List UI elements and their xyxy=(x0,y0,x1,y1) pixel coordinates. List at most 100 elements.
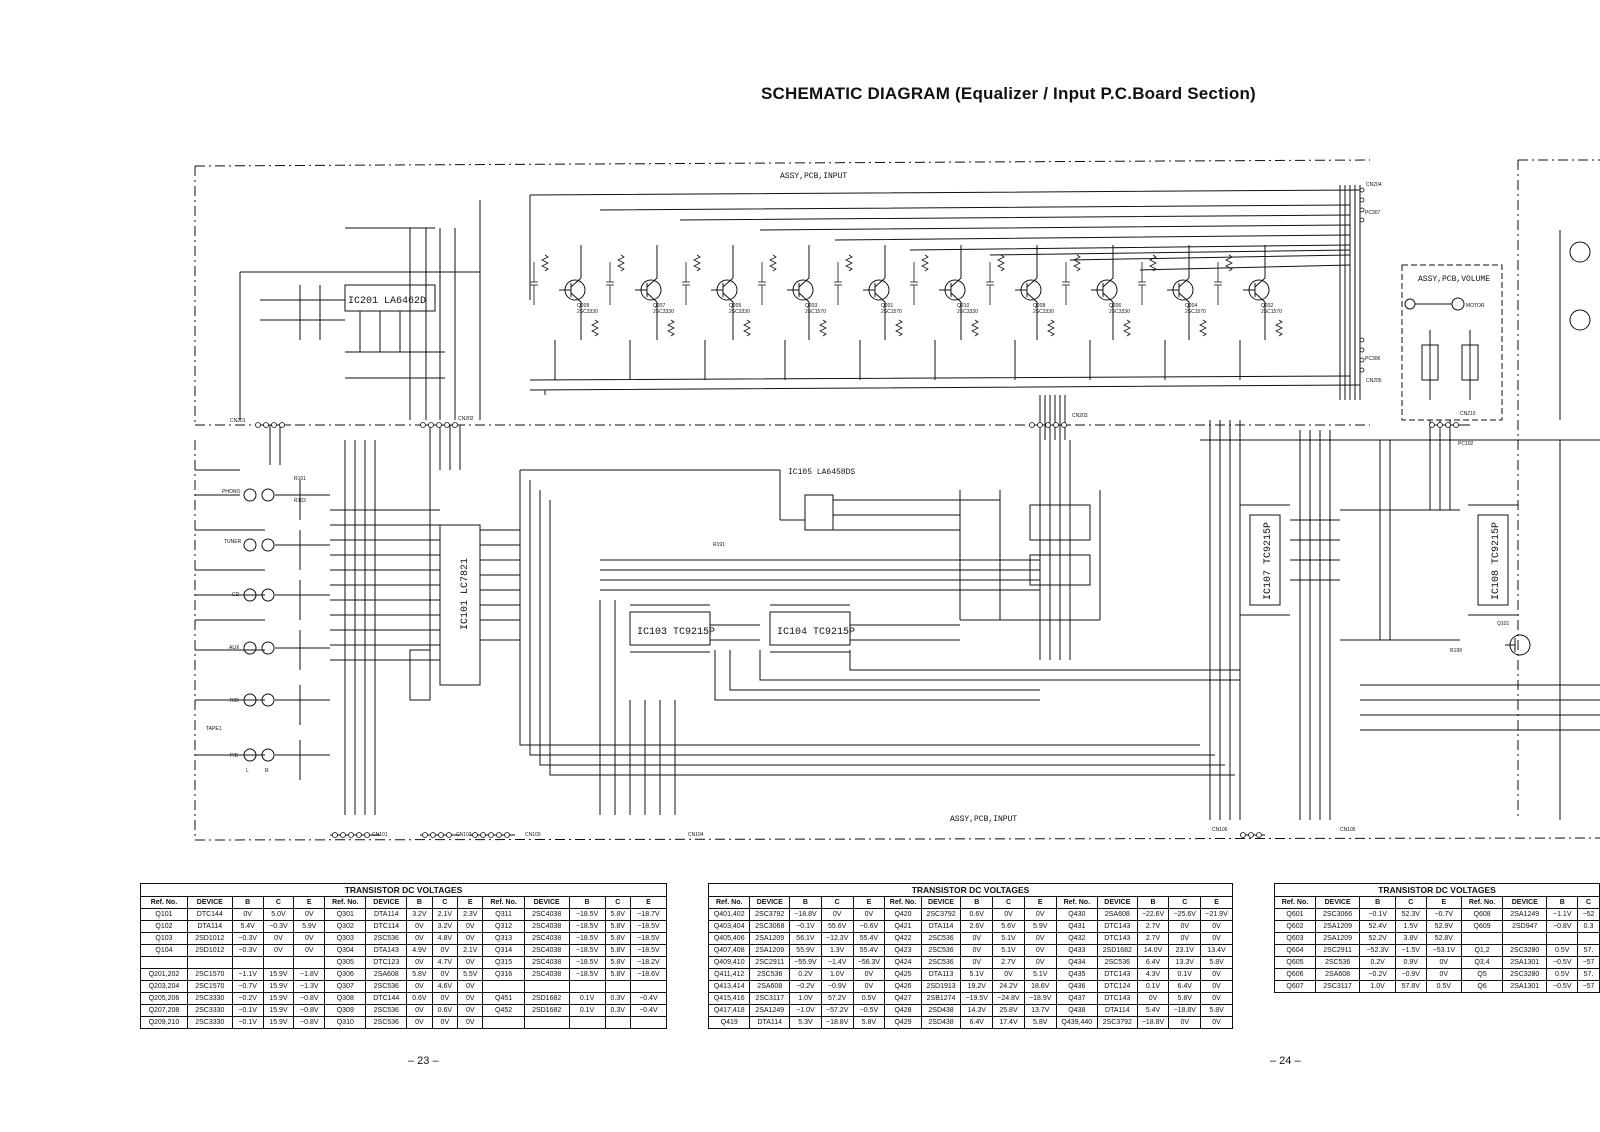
table-cell: 5.4V xyxy=(231,920,264,933)
table-cell: −22.6V xyxy=(1136,908,1170,921)
table-cell: −18.8V xyxy=(1136,1016,1170,1029)
table-cell: 2SC536 xyxy=(365,1016,408,1029)
table-cell: Q405,406 xyxy=(707,932,751,945)
table-cell: 3.8V xyxy=(1394,932,1427,945)
table-cell: Q429 xyxy=(884,1016,922,1029)
table-cell: 6.4V xyxy=(1136,956,1170,969)
table-cell: 0V xyxy=(457,980,484,993)
eq-transistor-type: 2SC3330 xyxy=(729,309,750,315)
table-cell: 0V xyxy=(457,956,484,969)
table-cell: 2SC3117 xyxy=(749,992,791,1005)
table-header: Ref. No. xyxy=(324,896,367,909)
table-cell: 0V xyxy=(293,932,326,945)
table-cell: −0.8V xyxy=(293,992,326,1005)
table-cell: 2SD438 xyxy=(920,1004,962,1017)
table-cell: 6.4V xyxy=(960,1016,994,1029)
table-cell: 15.9V xyxy=(262,1016,295,1029)
label-tuner: TUNER xyxy=(224,539,242,545)
table-header: B xyxy=(1136,896,1170,909)
table-cell: 19.2V xyxy=(960,980,994,993)
table-cell: 2SA608 xyxy=(1314,968,1361,981)
table-cell: 2SC536 xyxy=(920,944,962,957)
ic108-body xyxy=(1477,514,1509,606)
eq-transistor-leads xyxy=(863,245,886,340)
label-ic108: IC108 TC9215P xyxy=(1491,522,1502,600)
table-cell: 1.3V xyxy=(820,944,854,957)
table-cell: DTC144 xyxy=(186,908,233,921)
table-cell: 57.2V xyxy=(820,992,854,1005)
eq-transistor-ref: Q201 xyxy=(881,303,893,309)
table-cell: 5.9V xyxy=(1023,920,1057,933)
table-cell: Q1,2 xyxy=(1461,944,1504,957)
table-cell: Q6 xyxy=(1461,980,1504,993)
table-cell: Q305 xyxy=(324,956,367,969)
table-header: DEVICE xyxy=(920,896,962,909)
table-cell: 0V xyxy=(431,992,459,1005)
label-r199: R199 xyxy=(1450,648,1462,654)
table-cell: −18.9V xyxy=(1023,992,1057,1005)
table-cell: 5.8V xyxy=(1168,992,1202,1005)
table-header: E xyxy=(629,896,668,909)
table-cell: Q606 xyxy=(1274,968,1316,981)
table-cell: 5.0V xyxy=(262,908,295,921)
table-cell: 2SC3117 xyxy=(1314,980,1361,993)
eq-transistor-leads xyxy=(787,245,810,340)
eq-resistor xyxy=(693,254,751,337)
table-cell: 14.0V xyxy=(1136,944,1170,957)
table-cell: 2SC3280 xyxy=(1502,968,1548,981)
table-cell: −0.2V xyxy=(231,992,264,1005)
table-header: Ref. No. xyxy=(1274,896,1316,909)
table-cell: 0V xyxy=(960,944,994,957)
table-cell: 52.3V xyxy=(1394,908,1427,921)
table-cell: Q203,204 xyxy=(140,980,188,993)
table-cell: −18.2V xyxy=(629,956,668,969)
eq-transistor-leads xyxy=(1243,245,1266,340)
table-header: B xyxy=(1546,896,1579,909)
table-cell: 2SC2911 xyxy=(749,956,791,969)
table-cell: 5.1V xyxy=(992,944,1025,957)
table-cell: 0V xyxy=(852,980,886,993)
table-cell: Q603 xyxy=(1274,932,1316,945)
table-header: C xyxy=(1577,896,1600,909)
board-outline-volume xyxy=(1401,264,1503,421)
eq-resistor xyxy=(921,254,979,337)
table-cell: 0.5V xyxy=(1425,980,1463,993)
table-cell: Q439,440 xyxy=(1055,1016,1099,1029)
table-cell xyxy=(262,956,295,969)
table-cell: −0.5V xyxy=(1546,980,1579,993)
table-cell: 13.4V xyxy=(1200,944,1233,957)
table-cell: −1.3V xyxy=(293,980,326,993)
eq-capacitor xyxy=(1062,262,1070,305)
table-cell: 2SA1209 xyxy=(1314,920,1361,933)
table-cell: −18.8V xyxy=(820,1016,854,1029)
table-cell: 0.1V xyxy=(568,1004,606,1017)
table-cell: −0.8V xyxy=(1546,920,1579,933)
table-cell: −56.3V xyxy=(852,956,886,969)
table-cell: 5.8V xyxy=(406,968,433,981)
table-cell: Q314 xyxy=(482,944,525,957)
table-cell: 24.2V xyxy=(992,980,1025,993)
ic107-body xyxy=(1249,514,1281,606)
table-cell: 5.8V xyxy=(852,1016,886,1029)
table-cell: 2SC536 xyxy=(1314,956,1361,969)
table-cell: 0.1V xyxy=(1136,980,1170,993)
table-cell: 5.1V xyxy=(960,968,994,981)
table-cell: Q428 xyxy=(884,1004,922,1017)
table-cell: −55.9V xyxy=(789,956,822,969)
table-cell: −0.2V xyxy=(789,980,822,993)
table-cell: 5.9V xyxy=(293,920,326,933)
table-cell: 2SC3330 xyxy=(186,1004,233,1017)
table-cell: DTA114 xyxy=(1097,1004,1138,1017)
table-cell: Q431 xyxy=(1055,920,1099,933)
table-cell: 55.4V xyxy=(852,932,886,945)
table-cell: DTC114 xyxy=(365,920,408,933)
table-cell: 0V xyxy=(431,1016,459,1029)
table-cell: 2SD438 xyxy=(920,1016,962,1029)
table-cell: 0V xyxy=(231,908,264,921)
